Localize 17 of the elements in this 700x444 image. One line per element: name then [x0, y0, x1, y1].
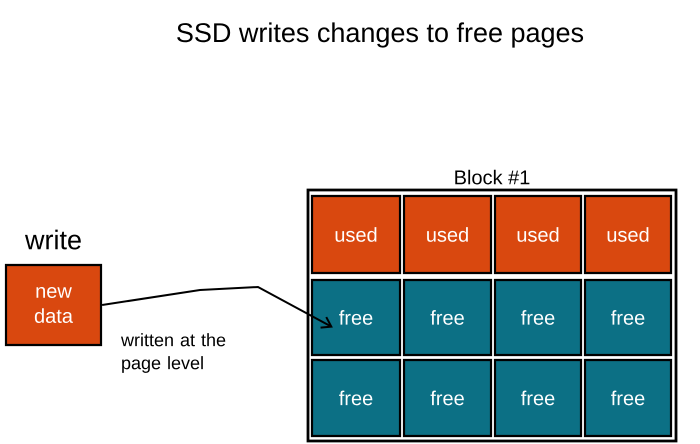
title: SSD writes changes to free pages	[177, 22, 584, 48]
page-cell: used	[310, 194, 402, 274]
page-cell: free	[402, 278, 492, 356]
page-cell: used	[584, 194, 672, 274]
box-heading: write	[24, 230, 81, 250]
page-cell: free	[494, 278, 582, 356]
block-heading: Block #1	[455, 170, 530, 184]
page-cell: used	[494, 194, 582, 274]
page-cell: free	[584, 358, 672, 438]
edge-label: written at the page level	[120, 333, 226, 373]
page-cell: free	[494, 358, 582, 438]
page-cell: free	[310, 278, 402, 356]
page-cell: used	[402, 194, 492, 274]
page-cell: free	[584, 278, 672, 356]
data-box: new data	[4, 264, 102, 346]
page-cell: free	[310, 358, 402, 438]
page-cell: free	[402, 358, 492, 438]
